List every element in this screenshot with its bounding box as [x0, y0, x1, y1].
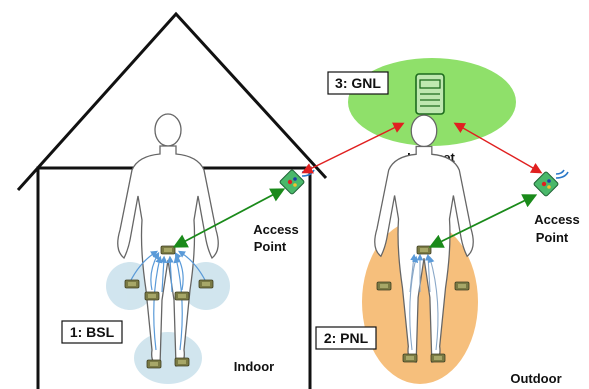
gnl-label: 3: GNL: [335, 75, 381, 91]
indoor-label: Indoor: [234, 359, 274, 374]
link-internet-ap-right: [453, 122, 543, 174]
access-point-label-left-line1: Access: [253, 222, 299, 237]
indoor-person: [117, 113, 219, 369]
bsl-label: 1: BSL: [70, 324, 115, 340]
pnl-label: 2: PNL: [324, 330, 369, 346]
access-point-label-right-line1: Access: [534, 212, 580, 227]
house-roof: [16, 11, 328, 192]
access-point-label-right-line2: Point: [536, 230, 569, 245]
link-bsl-ap: [172, 188, 286, 248]
server-icon: [415, 73, 445, 115]
body-signal-lines: [129, 250, 207, 351]
link-internet-ap-left: [301, 122, 405, 174]
bsl-label-box: 1: BSL: [61, 320, 123, 344]
wireless-access-point-icon: [533, 169, 569, 197]
outdoor-person: [374, 114, 474, 363]
access-point-label-left-line2: Point: [254, 239, 287, 254]
wireless-access-point-icon: [279, 167, 315, 195]
gnl-label-box: 3: GNL: [327, 71, 389, 95]
pnl-label-box: 2: PNL: [315, 326, 377, 350]
outdoor-label: Outdoor: [510, 371, 561, 386]
body-signal-lines-outdoor: [409, 253, 439, 351]
link-pnl-ap: [428, 194, 538, 248]
